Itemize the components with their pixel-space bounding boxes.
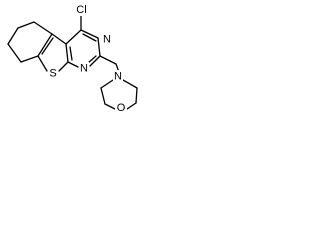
thiophene-sulfur-label: S <box>49 68 56 80</box>
morpholine-nitrogen-label: N <box>114 71 122 83</box>
bond <box>97 37 101 57</box>
bond <box>126 102 137 110</box>
bond <box>17 21 35 29</box>
bond <box>104 103 116 110</box>
atom-label-background <box>79 62 89 75</box>
bond <box>20 55 39 63</box>
atom-label-background <box>102 33 112 46</box>
bond <box>37 55 48 72</box>
pyrimidine-nitrogen-bottom-label: N <box>80 63 88 75</box>
bond <box>100 87 106 105</box>
bond <box>33 21 53 35</box>
bond <box>58 61 69 72</box>
bond <box>99 55 117 65</box>
bond <box>135 87 138 104</box>
molecule-drawing: Cl N N S N O <box>7 3 138 115</box>
bond <box>69 46 73 61</box>
pyrimidine-nitrogen-top-label: N <box>103 34 111 46</box>
atom-label-background <box>73 3 90 16</box>
bond <box>80 29 99 39</box>
structure-diagram: Cl N N S N O <box>0 0 144 115</box>
atom-label-background <box>115 102 127 115</box>
bond <box>7 27 19 45</box>
bond <box>7 43 22 63</box>
morpholine-oxygen-label: O <box>117 102 126 114</box>
chlorine-atom-label: Cl <box>76 4 86 16</box>
bond <box>87 55 97 64</box>
bond <box>89 55 101 67</box>
atom-label-background <box>48 67 58 80</box>
bond <box>82 33 97 42</box>
atom-label-background <box>113 70 123 83</box>
bond <box>65 43 69 63</box>
bond <box>41 37 54 55</box>
bond <box>65 29 82 45</box>
bond <box>122 79 138 89</box>
bond <box>37 33 53 57</box>
bond <box>51 33 67 45</box>
bond <box>67 61 79 68</box>
bond <box>100 79 114 89</box>
